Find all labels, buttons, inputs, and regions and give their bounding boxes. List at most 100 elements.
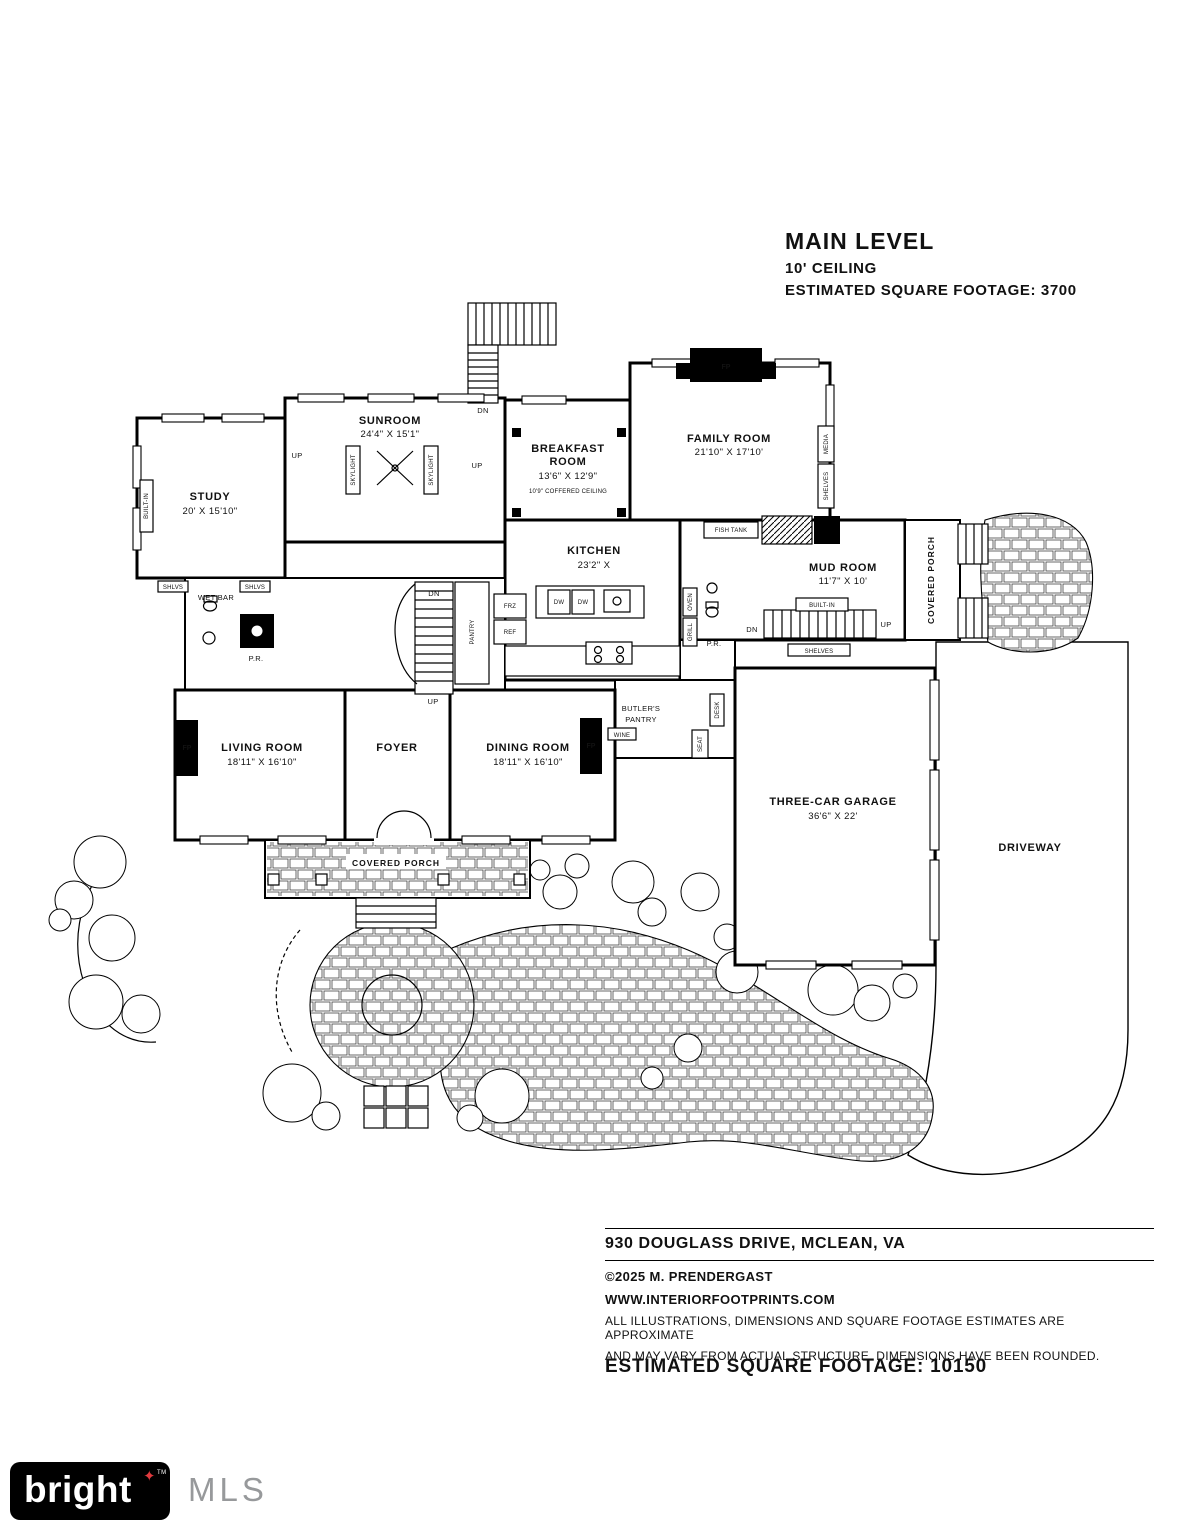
butlers-details: WINE SEAT DESK [607,693,725,759]
up-label-interior-stair: UP [427,697,438,706]
room-label-mudroom: MUD ROOM [809,562,877,574]
logo-star-icon: ✦ [143,1468,156,1485]
room-breakfast [503,398,632,522]
ref-label: REF [504,630,517,636]
grill-label: GRILL [688,622,694,641]
room-note-breakfast: 10'9" COFFERED CEILING [529,489,607,495]
room-dims-mudroom: 11'7" X 10' [819,576,868,587]
room-label-breakfast-2: ROOM [549,456,586,468]
pr-label-2: P.R. [707,639,722,648]
logo-background [10,1462,170,1520]
front-steps [355,897,437,929]
shelves-label-family: SHELVES [824,472,830,501]
stone-walk-right [980,512,1094,653]
shlvs-label-2: SHLVS [245,585,265,591]
room-label-kitchen: KITCHEN [567,545,621,557]
kitchen-island: DW DW [535,585,645,619]
room-dims-study: 20' X 15'10" [182,506,237,517]
room-label-family: FAMILY ROOM [687,433,771,445]
fish-tank-label: FISH TANK [715,528,748,534]
built-in-label-study: BUILT-IN [144,493,150,519]
room-dims-sunroom: 24'4" X 15'1" [361,429,420,440]
level-sqft-note: ESTIMATED SQUARE FOOTAGE: 3700 [785,282,1077,299]
fp-label-dining: FP [587,743,596,750]
covered-porch-right [904,519,961,641]
fireplace-living: FP [176,720,198,776]
pantry-label: PANTRY [470,620,476,645]
copyright-text: ©2025 M. PRENDERGAST [605,1269,773,1284]
pantry-closet: PANTRY [454,581,490,685]
fp-label-family: FP [722,364,731,371]
front-door [374,810,434,845]
porch-columns [267,873,526,886]
room-label-driveway: DRIVEWAY [998,842,1061,854]
side-porch-steps [957,523,989,639]
room-label-butlers-1: BUTLER'S [622,704,660,713]
up-label-mud-stair: UP [880,620,891,629]
covered-porch-bottom-label: COVERED PORCH [352,858,440,868]
plan-header: MAIN LEVEL 10' CEILING ESTIMATED SQUARE … [785,228,1077,299]
frz-label: FRZ [504,604,516,610]
powder-room-1: P.R. [202,595,264,663]
up-label-sunroom-east: UP [471,461,482,470]
logo-tm-text: TM [157,1470,167,1476]
garage-doors [929,679,940,941]
dw-label-2: DW [578,600,589,606]
skylight-label-1: SKYLIGHT [351,454,357,485]
driveway-area [907,641,1129,1176]
fish-tank: FISH TANK [703,521,759,539]
logo-brand-text: bright [24,1469,132,1510]
disclaimer-line-2: AND MAY VARY FROM ACTUAL STRUCTURE. DIME… [605,1349,1100,1363]
fireplace-dining: FP [580,718,602,774]
oven-label: OVEN [688,593,694,611]
ceiling-note: 10' CEILING [785,260,877,277]
coffered-columns [512,428,626,517]
website-text: WWW.INTERIORFOOTPRINTS.COM [605,1292,835,1307]
room-label-study: STUDY [190,491,231,503]
study-built-in: BUILT-IN [139,479,154,533]
room-dims-kitchen: 23'2" X [578,560,611,571]
sunroom-skylights: SKYLIGHT SKYLIGHT [345,445,439,495]
room-living [173,688,347,842]
pr-label-1: P.R. [249,654,264,663]
oven-grill: OVEN GRILL [682,587,698,647]
fireplace-family: FP [676,348,776,382]
shlvs-label-1: SHLVS [163,585,183,591]
room-foyer [343,688,452,842]
fp-label-living: FP [183,745,192,752]
top-staircase: DN [467,302,557,415]
room-garage [733,666,937,967]
family-media-wall: MEDIA SHELVES [817,425,835,509]
dw-label-1: DW [554,600,565,606]
room-study [135,416,287,580]
room-label-dining: DINING ROOM [486,742,569,754]
wet-bar-label: WET BAR [198,593,234,602]
room-family [628,361,832,522]
desk-label: DESK [715,701,721,718]
room-dims-dining: 18'11" X 16'10" [493,757,563,768]
footer-rule-top [605,1228,1154,1229]
room-label-garage: THREE-CAR GARAGE [769,796,896,808]
patio-steps [363,1085,429,1129]
ceiling-fan [376,450,414,486]
seat-label: SEAT [698,736,704,752]
disclaimer-line-1: ALL ILLUSTRATIONS, DIMENSIONS AND SQUARE… [605,1314,1065,1342]
mudroom-staircase: UP DN [746,609,891,639]
logo-mls-text: MLS [188,1471,268,1508]
built-in-label-mud: BUILT-IN [809,603,835,609]
mud-built-in: BUILT-IN [795,597,849,612]
room-dims-family: 21'10" X 17'10' [695,447,764,458]
fridge-freezer: FRZ REF [493,593,527,645]
media-label: MEDIA [824,434,830,454]
dn-label-mud-stair: DN [746,625,757,634]
room-dims-living: 18'11" X 16'10" [227,757,297,768]
property-address: 930 DOUGLASS DRIVE, MCLEAN, VA [605,1235,906,1252]
up-label-sunroom-west: UP [291,451,302,460]
kitchen-counter [504,641,681,677]
dn-label-interior-stair: DN [428,589,439,598]
wine-label: WINE [614,733,630,739]
room-labels: SUNROOM 24'4" X 15'1" STUDY 20' X 15'10"… [182,415,1061,869]
room-label-breakfast-1: BREAKFAST [531,443,605,455]
